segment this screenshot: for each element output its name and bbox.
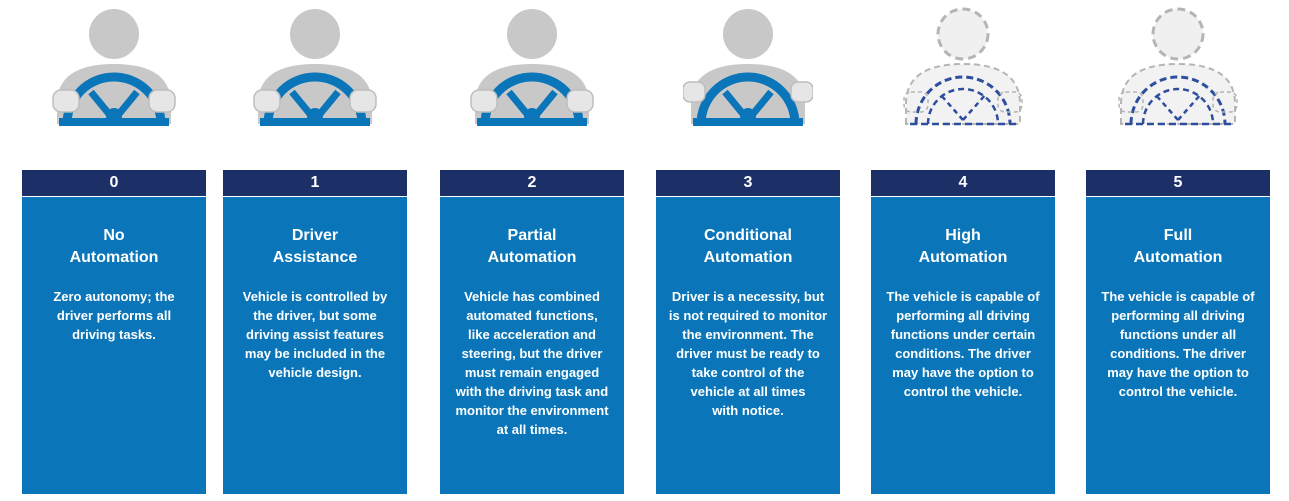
level-number: 1: [223, 170, 407, 196]
level-number: 0: [22, 170, 206, 196]
level-number: 4: [871, 170, 1055, 196]
level-4-column: 4 High Automation The vehicle is capable…: [871, 0, 1055, 501]
level-1-column: 1 Driver Assistance Vehicle is controlle…: [223, 0, 407, 501]
level-description: Driver is a necessity, but is not requir…: [668, 289, 828, 418]
level-title: No Automation: [69, 227, 159, 266]
level-description: Vehicle is controlled by the driver, but…: [242, 289, 388, 380]
level-number: 5: [1086, 170, 1270, 196]
level-panel: Full Automation The vehicle is capable o…: [1086, 197, 1270, 494]
driver-hands-on-wheel-icon: [49, 4, 179, 130]
level-panel: Conditional Automation Driver is a neces…: [656, 197, 840, 494]
level-panel: No Automation Zero autonomy; the driver …: [22, 197, 206, 494]
driver-hands-on-wheel-icon: [250, 4, 380, 130]
level-title: Partial Automation: [487, 227, 577, 266]
level-panel: Driver Assistance Vehicle is controlled …: [223, 197, 407, 494]
level-0-column: 0 No Automation Zero autonomy; the drive…: [22, 0, 206, 501]
level-description: Zero autonomy; the driver performs all d…: [53, 289, 175, 342]
level-number: 2: [440, 170, 624, 196]
level-panel: Partial Automation Vehicle has combined …: [440, 197, 624, 494]
level-description: The vehicle is capable of performing all…: [1101, 289, 1255, 399]
level-title: Driver Assistance: [272, 227, 358, 266]
optional-driver-dashed-icon: [898, 4, 1028, 130]
driver-hands-on-wheel-icon: [467, 4, 597, 130]
level-number: 3: [656, 170, 840, 196]
level-3-column: 3 Conditional Automation Driver is a nec…: [656, 0, 840, 501]
level-title: Conditional Automation: [703, 227, 793, 266]
level-title: High Automation: [918, 227, 1008, 266]
level-description: Vehicle has combined automated functions…: [455, 289, 609, 437]
level-panel: High Automation The vehicle is capable o…: [871, 197, 1055, 494]
level-title: Full Automation: [1133, 227, 1223, 266]
driver-hands-off-wheel-icon: [683, 4, 813, 130]
level-5-column: 5 Full Automation The vehicle is capable…: [1086, 0, 1270, 501]
level-2-column: 2 Partial Automation Vehicle has combine…: [440, 0, 624, 501]
level-description: The vehicle is capable of performing all…: [886, 289, 1040, 399]
optional-driver-dashed-icon: [1113, 4, 1243, 130]
